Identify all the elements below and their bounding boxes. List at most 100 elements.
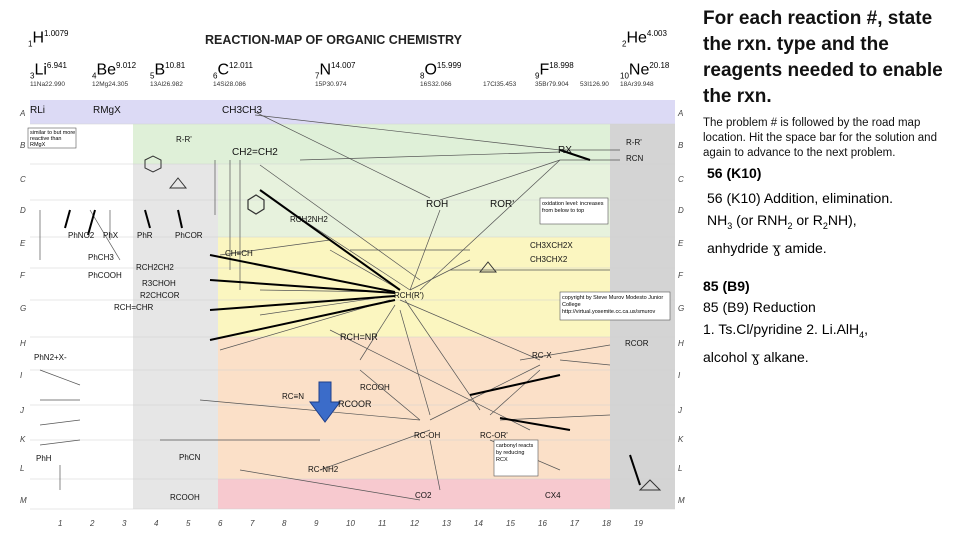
chem-node: RCH=CHR xyxy=(114,303,154,312)
element-small: 17Cl35.453 xyxy=(483,81,517,88)
chem-node: PhCOOH xyxy=(88,271,122,280)
chem-node: RC-NH2 xyxy=(308,465,339,474)
element-small: 14Si28.086 xyxy=(213,81,246,88)
chem-node: CH3XCH2X xyxy=(530,241,573,250)
chem-node: RMgX xyxy=(93,105,121,116)
row-label: E xyxy=(20,239,26,248)
reaction-map-canvas xyxy=(27,100,675,510)
highlight-arrow xyxy=(309,381,341,423)
chem-node: RCH(R') xyxy=(394,291,424,300)
column-label: 9 xyxy=(314,519,319,528)
element-symbol: 7N14.007 xyxy=(315,61,356,81)
column-label: 12 xyxy=(410,519,419,528)
chem-node: RC-OR' xyxy=(480,431,508,440)
answer-1-line-2: NH3 (or RNH2 or R2NH), xyxy=(707,209,955,237)
reagents-text: 1. Ts.Cl/pyridine 2. Li.AlH xyxy=(703,320,860,337)
column-label: 5 xyxy=(186,519,191,528)
chem-node: RCOOH xyxy=(360,383,390,392)
column-label: 17 xyxy=(570,519,579,528)
chem-node: RCOR xyxy=(625,339,649,348)
band-green xyxy=(133,124,610,164)
element-small: 15P30.974 xyxy=(315,81,347,88)
nh-end-text: NH), xyxy=(827,212,857,228)
column-label: 8 xyxy=(282,519,287,528)
chem-node: R3CHOH xyxy=(142,279,176,288)
row-label-right: F xyxy=(678,271,683,280)
chem-node: RC-OH xyxy=(414,431,441,440)
note-box-oxidation xyxy=(539,197,609,225)
element-symbol: 5B10.81 xyxy=(150,61,186,81)
chem-node: CX4 xyxy=(545,491,561,500)
r2-sub: 2 xyxy=(822,220,828,231)
row-label-right: B xyxy=(678,141,684,150)
answer-1-line-3: anhydride ɣ amide. xyxy=(707,237,955,260)
element-symbol: 8O15.999 xyxy=(420,61,462,81)
chem-node: RX xyxy=(558,145,572,156)
chem-node: RCH2NH2 xyxy=(290,215,328,224)
chem-node: PhN2+X- xyxy=(34,353,67,362)
chem-node: RCN xyxy=(626,154,644,163)
column-label: 13 xyxy=(442,519,451,528)
column-label: 1 xyxy=(58,519,63,528)
rnh-sub: 2 xyxy=(787,220,793,231)
chem-node: PhCH3 xyxy=(88,253,114,262)
note-box-copyright xyxy=(559,291,671,321)
element-symbol: 4Be9.012 xyxy=(92,61,137,81)
answer-1-line-1: 56 (K10) Addition, elimination. xyxy=(707,190,893,206)
amide-text: amide. xyxy=(780,239,827,256)
element-small: 16S32.066 xyxy=(420,81,452,88)
element-small: 11Na22.990 xyxy=(30,81,65,88)
answer-2-line-2: 1. Ts.Cl/pyridine 2. Li.AlH4, xyxy=(703,318,955,346)
chem-node: PhX xyxy=(103,231,119,240)
row-label: G xyxy=(20,304,27,313)
chem-node: R-R' xyxy=(626,138,642,147)
chem-node: RCOOH xyxy=(170,493,200,502)
note-box-carbonyl xyxy=(493,439,539,477)
row-label-right: H xyxy=(678,339,684,348)
element-symbol: 3Li6.941 xyxy=(30,61,67,81)
reaction-arrows xyxy=(39,111,620,501)
column-label: 15 xyxy=(506,519,515,528)
element-small: 35Br79.904 xyxy=(535,81,569,88)
row-label: C xyxy=(20,175,26,184)
element-small: 53I126.90 xyxy=(580,81,609,88)
cyclopropane-left xyxy=(168,177,188,189)
chem-node: PhCOR xyxy=(175,231,203,240)
epoxide-ring xyxy=(478,261,498,273)
row-label: H xyxy=(20,339,26,348)
note-box-rli xyxy=(27,127,77,149)
element-small: 12Mg24.305 xyxy=(92,81,129,88)
chem-node: ROR' xyxy=(490,199,515,210)
nh3-sub: 3 xyxy=(727,220,733,231)
note-rli: similar to but more reactive than RMgX xyxy=(30,130,76,148)
instruction-note: The problem # is followed by the road ma… xyxy=(703,117,937,159)
rnh-text: (or RNH xyxy=(732,212,788,228)
row-label-right: D xyxy=(678,206,684,215)
nh3-text: NH xyxy=(707,212,728,228)
band-yellow xyxy=(218,237,610,337)
dichlorocyclopropane xyxy=(638,479,662,491)
column-label: 4 xyxy=(154,519,159,528)
note-carbonyl: carbonyl reacts by reducing RCX xyxy=(496,443,534,463)
answer-2-line-3: alcohol ɣ alkane. xyxy=(703,346,955,369)
row-label-right: M xyxy=(678,496,685,505)
column-label: 7 xyxy=(250,519,255,528)
row-label-right: A xyxy=(678,109,684,118)
chem-node: PhNO2 xyxy=(68,231,95,240)
alcohol-text: alcohol xyxy=(703,348,752,365)
comma: , xyxy=(864,320,869,337)
chem-node: CH2=CH2 xyxy=(232,147,278,158)
chem-node: PhH xyxy=(36,454,52,463)
chem-node: RCH2CH2 xyxy=(136,263,174,272)
row-label-right: C xyxy=(678,175,684,184)
chem-node: RCH=NR xyxy=(340,332,378,342)
row-label: B xyxy=(20,141,26,150)
note-oxidation: oxidation level: increases from below to… xyxy=(542,201,604,214)
chem-node: RLi xyxy=(30,105,46,116)
row-label: A xyxy=(20,109,26,118)
problem-heading-2: 85 (B9) xyxy=(703,277,750,294)
row-label: F xyxy=(20,271,25,280)
element-symbol: 6C12.011 xyxy=(213,61,253,81)
row-label-right: I xyxy=(678,371,681,380)
column-label: 14 xyxy=(474,519,483,528)
